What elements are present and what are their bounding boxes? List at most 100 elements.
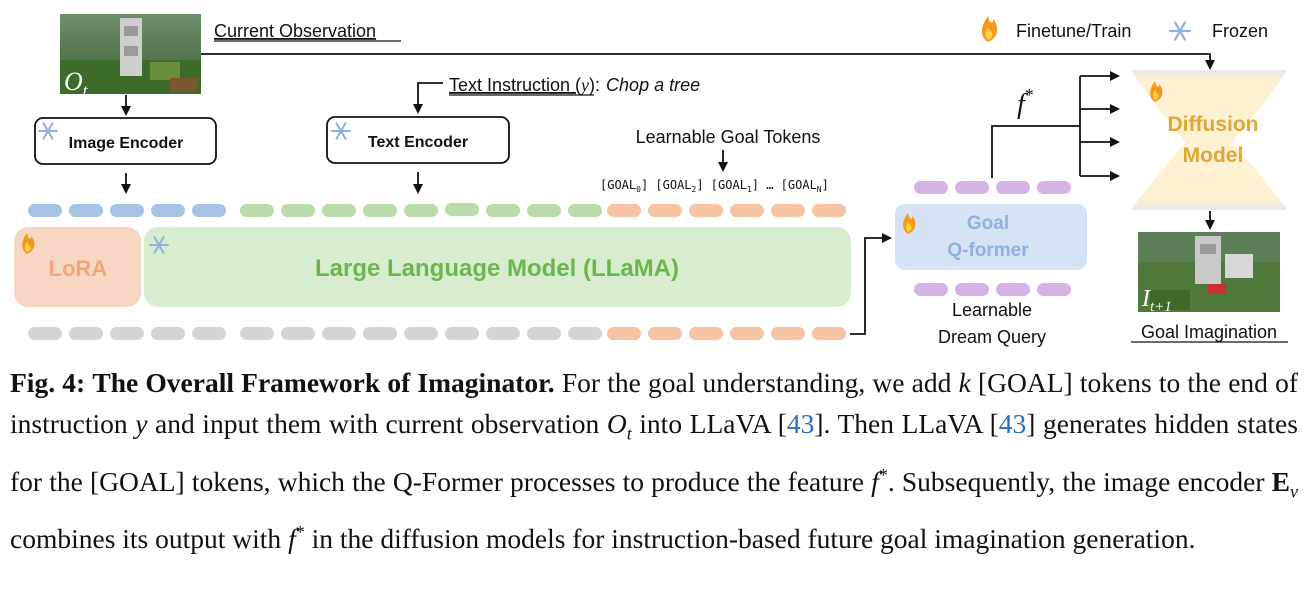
lora-box: LoRA [14,227,141,307]
goal-imagination-label: Goal Imagination [1141,322,1277,342]
fstar-label: f* [1017,85,1034,120]
dream-query-tokens [914,283,1071,296]
output-token [568,327,602,340]
flame-icon [981,16,998,42]
caption-text: For the goal understanding, we add [554,367,959,398]
dream-query-token [955,283,989,296]
qformer-output-token [1037,181,1071,194]
caption-text: and input them with current observation [147,408,607,439]
qformer-output-token [914,181,948,194]
text-token [568,204,602,217]
caption-text: . Subsequently, the image encoder [887,465,1272,497]
goal-token-names: [GOAL0] [GOAL2] [GOAL1] … [GOALN] [600,178,829,194]
image-encoder-label: Image Encoder [69,135,184,152]
qformer-output-token [955,181,989,194]
current-observation-label: Current Observation [214,21,376,41]
image-encoder-box: Image Encoder [34,117,217,165]
output-token [110,327,144,340]
snowflake-icon [38,122,58,140]
dream-query-label-line1: Learnable [952,300,1032,320]
figure-caption: Fig. 4: The Overall Framework of Imagina… [10,362,1298,559]
text-token [240,204,274,217]
caption-math-f: f [288,523,296,555]
text-token [363,204,397,217]
goal-imagination-image: It+1 [1138,232,1280,315]
caption-text: [GOAL] tokens to the end of instruction [10,367,1299,439]
llm-label: Large Language Model (LLaMA) [315,255,679,282]
caption-text: combines its output with [10,523,289,555]
caption-math-e-sub: v [1290,481,1299,502]
flame-icon [1150,81,1163,102]
caption-text: ]. Then LLaVA [ [814,408,999,439]
output-token [363,327,397,340]
instruction-arrow [413,82,443,114]
output-token [404,327,438,340]
caption-math-o-sub: t [626,423,632,444]
text-token [486,204,520,217]
text-token [404,204,438,217]
citation-link[interactable]: 43 [998,408,1027,439]
citation-link[interactable]: 43 [786,408,815,439]
observation-to-diffusion-arrow [201,53,1215,70]
output-token [151,327,185,340]
goal-hidden-state [812,327,846,340]
diffusion-label-line1: Diffusion [1168,113,1259,136]
dream-query-token [914,283,948,296]
goal-qformer-box: Goal Q-former [895,204,1087,270]
llm-box: Large Language Model (LLaMA) [144,227,851,307]
caption-label: Fig. 4: [10,367,86,398]
image-token [110,204,144,217]
caption-text: in the diffusion models for instruction-… [304,523,1196,555]
output-token [445,327,479,340]
dream-query-label-line2: Dream Query [938,327,1046,347]
qformer-output-token [996,181,1030,194]
text-instruction-label: Text Instruction (y):Chop a tree [449,75,700,95]
caption-math-e: E [1271,465,1291,497]
current-observation-image: Ot [60,14,201,100]
text-token [281,204,315,217]
qformer-label-line1: Goal [967,213,1009,234]
snowflake-icon [1168,21,1192,41]
image-token [28,204,62,217]
snowflake-icon [331,122,351,140]
image-token [192,204,226,217]
caption-math-y: y [135,408,148,439]
flame-icon [903,213,916,234]
caption-math-f-sup: * [295,522,305,543]
qformer-output-tokens [914,181,1071,194]
goal-token [607,204,641,217]
text-encoder-label: Text Encoder [368,134,468,151]
output-token [486,327,520,340]
observation-symbol: Ot [64,67,89,100]
lora-label: LoRA [49,256,108,281]
caption-math-f-sup: * [878,464,888,485]
output-token [527,327,561,340]
learnable-goal-tokens-label: Learnable Goal Tokens [636,127,821,147]
framework-diagram: Finetune/Train Frozen Ot Current Observa… [14,14,1288,347]
goal-token [771,204,805,217]
goal-hidden-state [730,327,764,340]
diffusion-model-box: Diffusion Model [1132,70,1286,210]
goal-token [730,204,764,217]
dream-query-token [996,283,1030,296]
caption-title: The Overall Framework of Imaginator. [92,367,555,398]
caption-text: ] generates hidden states for the [GOAL]… [10,408,1298,497]
output-token [192,327,226,340]
goal-hidden-state [607,327,641,340]
goal-token [689,204,723,217]
dream-query-token [1037,283,1071,296]
output-token [281,327,315,340]
output-token [240,327,274,340]
snowflake-icon [149,236,169,254]
legend-frozen-label: Frozen [1212,21,1268,41]
caption-math-f: f [871,465,879,497]
image-token [69,204,103,217]
text-token [322,204,356,217]
output-token-row [28,327,846,340]
caption-text: into LLaVA [ [631,408,787,439]
goal-hidden-state [648,327,682,340]
goal-token [648,204,682,217]
text-token [445,203,479,216]
output-token [28,327,62,340]
diffusion-label-line2: Model [1183,144,1244,167]
